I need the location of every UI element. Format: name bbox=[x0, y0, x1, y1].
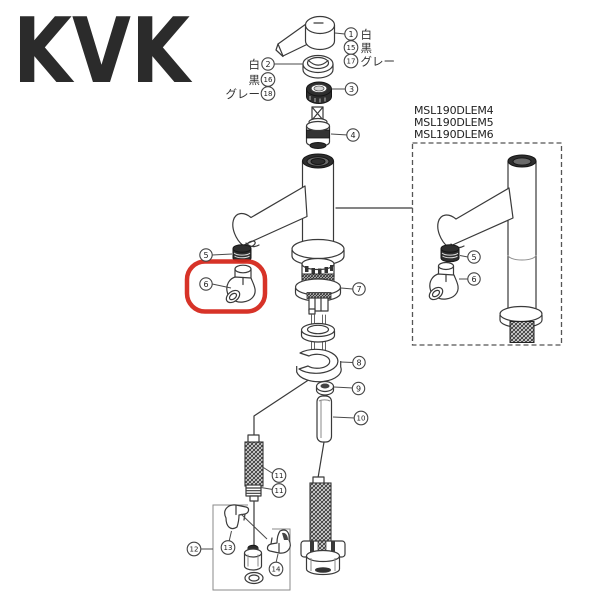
part-cartridge bbox=[305, 106, 331, 149]
svg-text:6: 6 bbox=[203, 280, 208, 289]
model-numbers: MSL190DLEM4 MSL190DLEM5 MSL190DLEM6 bbox=[414, 104, 494, 141]
label-black-16: 黒 bbox=[249, 73, 261, 87]
part-aerator bbox=[232, 244, 252, 263]
svg-text:2: 2 bbox=[265, 60, 270, 69]
callout-3: 3 bbox=[344, 82, 359, 96]
model-line-1: MSL190DLEM4 bbox=[414, 104, 494, 117]
svg-text:14: 14 bbox=[272, 566, 281, 574]
svg-text:6: 6 bbox=[471, 275, 476, 284]
color-labels: 白 黒 グレー 白 黒 グレー bbox=[226, 28, 396, 102]
kvk-logo: KVK bbox=[13, 0, 193, 104]
svg-text:17: 17 bbox=[347, 58, 356, 66]
callout-inset-5: 5 bbox=[467, 250, 481, 264]
callout-9: 9 bbox=[351, 381, 366, 396]
part-small-nut bbox=[243, 544, 263, 571]
part-swivel-elbow bbox=[225, 264, 256, 304]
callout-10: 10 bbox=[353, 410, 369, 426]
inset-faucet-body bbox=[437, 154, 543, 343]
svg-text:7: 7 bbox=[356, 285, 361, 294]
part-supply-hose-left bbox=[244, 434, 264, 502]
callout-8: 8 bbox=[352, 355, 366, 370]
callout-1: 1 bbox=[344, 27, 358, 41]
svg-text:18: 18 bbox=[264, 90, 273, 98]
part-clip-13 bbox=[224, 504, 250, 530]
callout-11a: 11 bbox=[271, 468, 287, 483]
svg-text:10: 10 bbox=[357, 415, 366, 423]
inset-variant-box bbox=[411, 142, 563, 346]
callout-6: 6 bbox=[199, 277, 213, 291]
part-supply-hose-right bbox=[300, 476, 346, 576]
highlight-circle-part6 bbox=[184, 259, 268, 314]
model-line-3: MSL190DLEM6 bbox=[414, 128, 494, 141]
part-strainer bbox=[294, 257, 342, 315]
part-o-ring bbox=[244, 571, 264, 585]
svg-text:1: 1 bbox=[348, 30, 353, 39]
callout-7: 7 bbox=[352, 282, 366, 296]
part-stand-pipe bbox=[316, 395, 333, 443]
callout-inset-6: 6 bbox=[467, 272, 481, 286]
svg-text:13: 13 bbox=[224, 544, 233, 552]
svg-text:11: 11 bbox=[275, 487, 284, 495]
svg-text:8: 8 bbox=[356, 358, 361, 367]
svg-text:16: 16 bbox=[264, 76, 273, 84]
svg-text:4: 4 bbox=[350, 131, 355, 140]
svg-text:9: 9 bbox=[356, 384, 361, 393]
label-gray-18: グレー bbox=[226, 87, 261, 101]
part-handle-lever bbox=[275, 15, 336, 58]
callout-17: 17 bbox=[343, 53, 359, 69]
inset-part-aerator bbox=[440, 244, 460, 263]
svg-text:3: 3 bbox=[349, 85, 354, 94]
callout-13: 13 bbox=[220, 540, 236, 555]
svg-text:5: 5 bbox=[471, 253, 476, 262]
bracket-group-12 bbox=[212, 504, 291, 591]
label-gray-17: グレー bbox=[361, 55, 396, 69]
callout-4: 4 bbox=[346, 128, 360, 142]
svg-text:5: 5 bbox=[203, 251, 208, 260]
callout-15: 15 bbox=[343, 40, 359, 55]
part-c-clamp bbox=[296, 348, 342, 383]
callout-12: 12 bbox=[186, 541, 202, 557]
part-gasket bbox=[300, 322, 336, 343]
part-cap-nut bbox=[306, 81, 332, 104]
model-line-2: MSL190DLEM5 bbox=[414, 116, 494, 129]
svg-text:15: 15 bbox=[347, 44, 356, 52]
label-black-15: 黒 bbox=[361, 41, 373, 55]
part-handle-ring bbox=[302, 54, 334, 79]
part-clip-14 bbox=[266, 529, 291, 554]
main-faucet-body bbox=[232, 153, 345, 267]
part-ring-nut bbox=[315, 380, 335, 396]
callout-14: 14 bbox=[268, 561, 284, 577]
callouts: 1 15 17 2 16 18 3 4 5 6 7 8 9 10 11 11 1… bbox=[186, 27, 481, 577]
svg-text:11: 11 bbox=[275, 472, 284, 480]
callout-5: 5 bbox=[199, 248, 213, 262]
svg-text:12: 12 bbox=[190, 546, 199, 554]
label-white-2: 白 bbox=[249, 58, 261, 72]
callout-16: 16 bbox=[260, 72, 276, 87]
callout-2: 2 bbox=[261, 57, 275, 71]
leader-lines bbox=[200, 32, 468, 563]
callout-11b: 11 bbox=[271, 483, 287, 498]
inset-part-swivel-elbow bbox=[428, 261, 459, 301]
label-white-1: 白 bbox=[361, 28, 373, 42]
callout-18: 18 bbox=[260, 86, 276, 101]
